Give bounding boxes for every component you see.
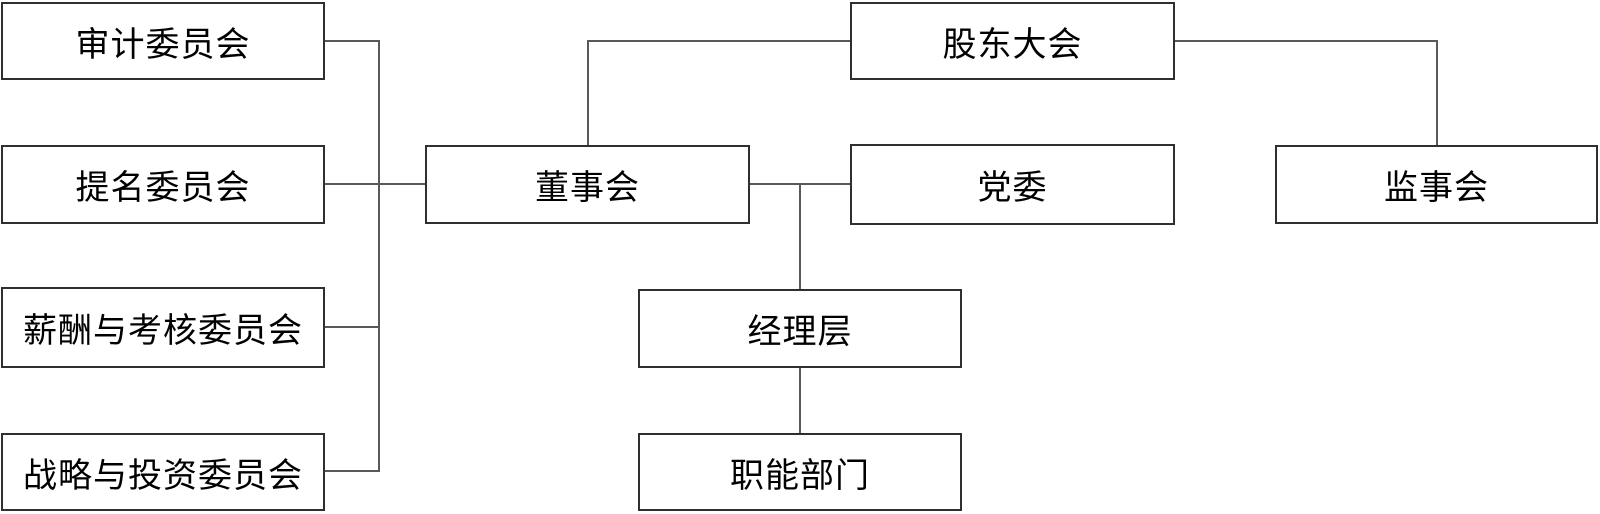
connector-strategy-to-trunk [325,470,380,472]
node-shareholders-meeting-label: 股东大会 [942,25,1083,64]
connector-board-to-management [799,183,801,289]
node-nomination-committee: 提名委员会 [1,145,325,224]
node-shareholders-meeting: 股东大会 [850,2,1175,80]
connector-shareholders-to-supervisory-horizontal [1175,40,1438,42]
node-remuneration-committee: 薪酬与考核委员会 [1,287,325,368]
node-strategy-committee-label: 战略与投资委员会 [23,456,303,495]
connector-board-to-shareholders-horizontal [587,40,850,42]
connector-audit-to-trunk [325,40,380,42]
node-nomination-committee-label: 提名委员会 [75,169,251,207]
node-remuneration-committee-label: 薪酬与考核委员会 [23,312,303,350]
node-management-team: 经理层 [638,289,962,368]
node-board-of-directors-label: 董事会 [535,169,640,207]
node-strategy-committee: 战略与投资委员会 [1,433,325,511]
connector-remuneration-to-trunk [325,326,380,328]
node-functional-departments: 职能部门 [638,433,962,511]
node-party-committee: 党委 [850,144,1175,225]
node-board-of-directors: 董事会 [425,145,750,224]
node-audit-committee: 审计委员会 [1,2,325,80]
connector-nomination-to-board [325,183,425,185]
node-management-team-label: 经理层 [747,313,853,351]
connector-management-to-functional [799,368,801,433]
node-supervisory-board: 监事会 [1275,145,1598,224]
node-functional-departments-label: 职能部门 [730,456,870,495]
node-supervisory-board-label: 监事会 [1384,169,1489,207]
node-audit-committee-label: 审计委员会 [75,25,251,64]
connector-board-to-shareholders-vertical [587,40,589,145]
connector-committees-trunk [378,40,380,472]
node-party-committee-label: 党委 [977,169,1048,207]
connector-shareholders-to-supervisory-vertical [1436,40,1438,145]
